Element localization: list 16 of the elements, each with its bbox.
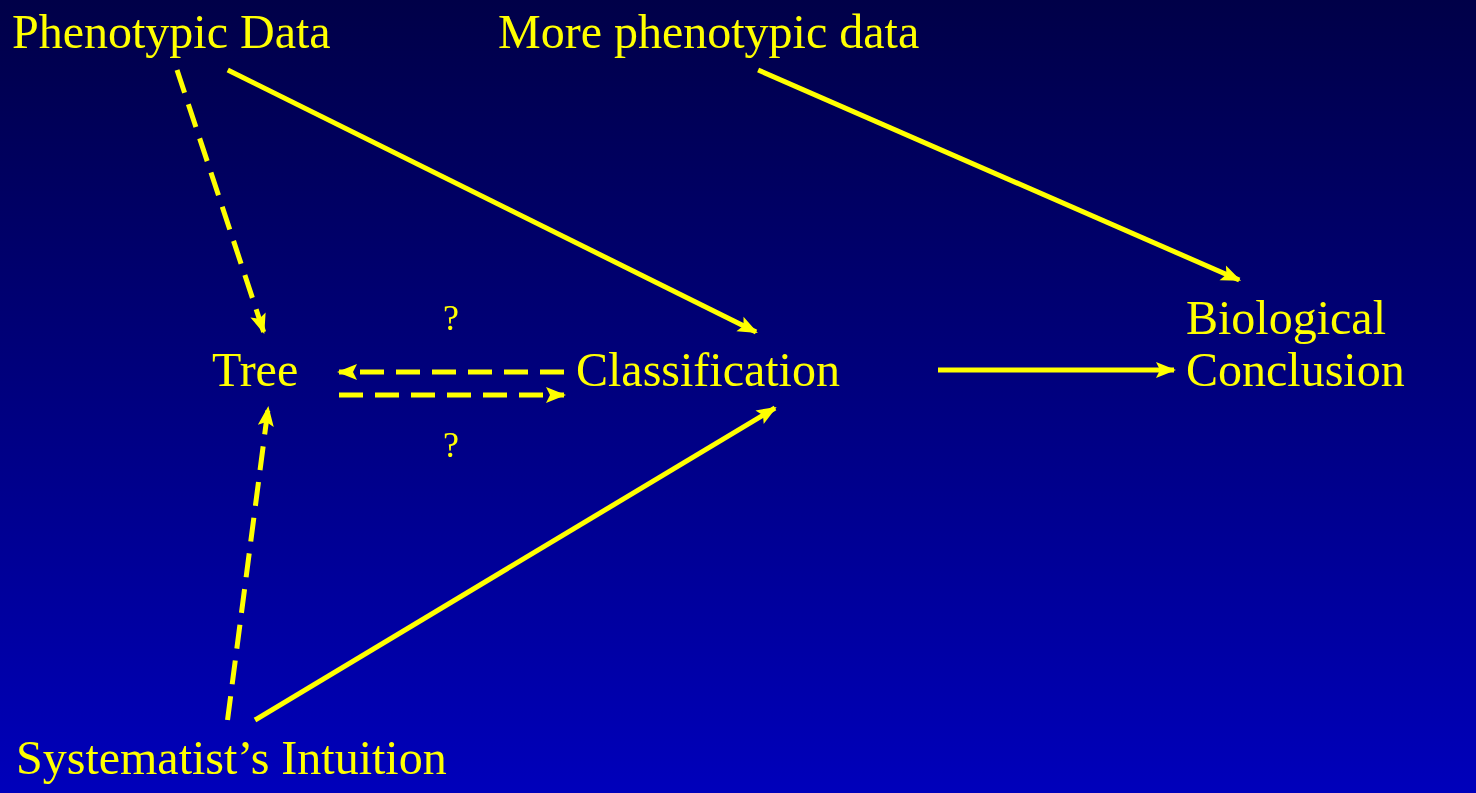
edge-label: ? [443,425,459,465]
node-label: More phenotypic data [486,0,1080,70]
node-label: Tree [200,332,339,408]
arrow [337,364,564,380]
arrow [253,405,777,723]
arrow [174,69,267,334]
node-label: Systematist’s Intuition [4,720,608,793]
arrow [226,67,758,335]
edge-label: ? [443,298,459,338]
node-label: Phenotypic Data [0,0,454,70]
node-label: Classification [564,332,938,408]
arrow [225,406,274,721]
arrow [757,67,1242,283]
arrow [938,362,1176,378]
node-label: Biological Conclusion [1174,280,1476,408]
arrow [339,387,566,403]
